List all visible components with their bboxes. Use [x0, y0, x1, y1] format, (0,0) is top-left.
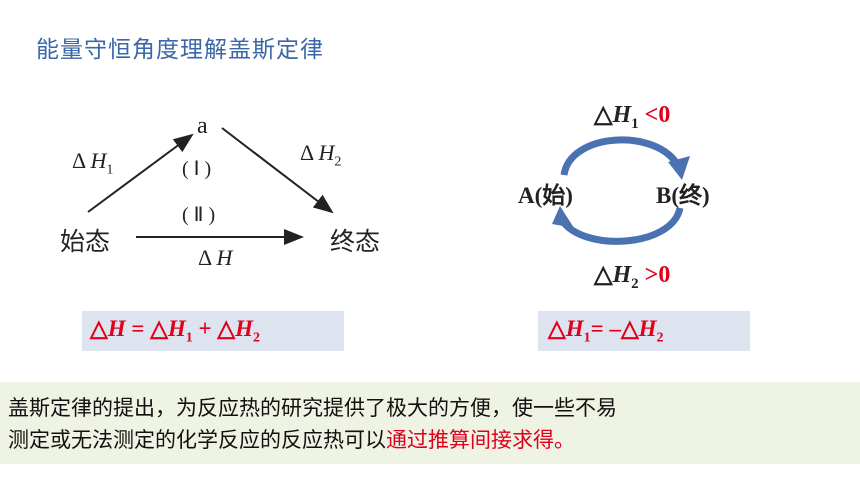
dh-label: Δ H — [198, 245, 232, 271]
hess-path-diagram — [87, 127, 334, 245]
cycle-top-sub: 1 — [631, 115, 639, 132]
cycle-top-label: △H1 <0 — [594, 100, 670, 133]
cycle-bottom-symbol: △ — [594, 262, 613, 288]
dh1-label: Δ H1 — [72, 148, 113, 178]
left-formula: △H = △H1 + △H2 — [90, 315, 260, 346]
dh-delta: Δ — [198, 245, 211, 270]
cycle-top-var: H — [612, 102, 632, 128]
cycle-arrow-bottom-head — [552, 206, 574, 228]
right-formula-box: △H1= –△H2 — [538, 311, 750, 351]
cycle-top-symbol: △ — [594, 102, 613, 128]
cycle-bottom-sub: 2 — [631, 275, 639, 292]
arrow-start-to-a — [87, 133, 194, 213]
dh1-delta: Δ — [72, 148, 85, 173]
node-a-label: a — [197, 113, 208, 139]
dh2-label: Δ H2 — [300, 140, 341, 170]
end-state-label: 终态 — [330, 227, 381, 256]
cycle-diagram — [552, 136, 690, 245]
conclusion-line-2-plain: 测定或无法测定的化学反应的反应热可以 — [8, 428, 386, 452]
start-state-label: 始态 — [60, 227, 111, 256]
dh-var: H — [216, 245, 233, 270]
cycle-bottom-cond: >0 — [644, 262, 671, 288]
dh2-delta: Δ — [300, 140, 313, 165]
cycle-top-cond: <0 — [644, 102, 671, 128]
page-title: 能量守恒角度理解盖斯定律 — [36, 37, 324, 63]
cycle-node-a: A(始) — [518, 183, 573, 208]
cycle-bottom-label: △H2 >0 — [594, 260, 670, 293]
conclusion-box: 盖斯定律的提出，为反应热的研究提供了极大的方便，使一些不易 测定或无法测定的化学… — [0, 382, 860, 464]
conclusion-line-1: 盖斯定律的提出，为反应热的研究提供了极大的方便，使一些不易 — [8, 396, 617, 420]
route-2-label: ( Ⅱ ) — [182, 204, 216, 226]
right-formula: △H1= –△H2 — [548, 315, 664, 346]
cycle-arrow-top — [560, 136, 682, 176]
conclusion-line-2: 测定或无法测定的化学反应的反应热可以通过推算间接求得。 — [8, 424, 852, 456]
cycle-node-b: B(终) — [656, 183, 710, 208]
route-1-label: ( Ⅰ ) — [182, 158, 212, 180]
cycle-arrow-bottom — [559, 206, 684, 245]
dh1-sub: 1 — [106, 162, 114, 178]
cycle-arrow-top-head — [668, 156, 690, 180]
left-formula-box: △H = △H1 + △H2 — [82, 311, 344, 351]
dh2-var: H — [318, 140, 335, 165]
arrow-a-to-end — [221, 127, 334, 214]
dh1-var: H — [90, 148, 107, 173]
conclusion-highlight: 通过推算间接求得。 — [386, 428, 575, 452]
cycle-bottom-var: H — [612, 262, 632, 288]
dh2-sub: 2 — [334, 154, 342, 170]
